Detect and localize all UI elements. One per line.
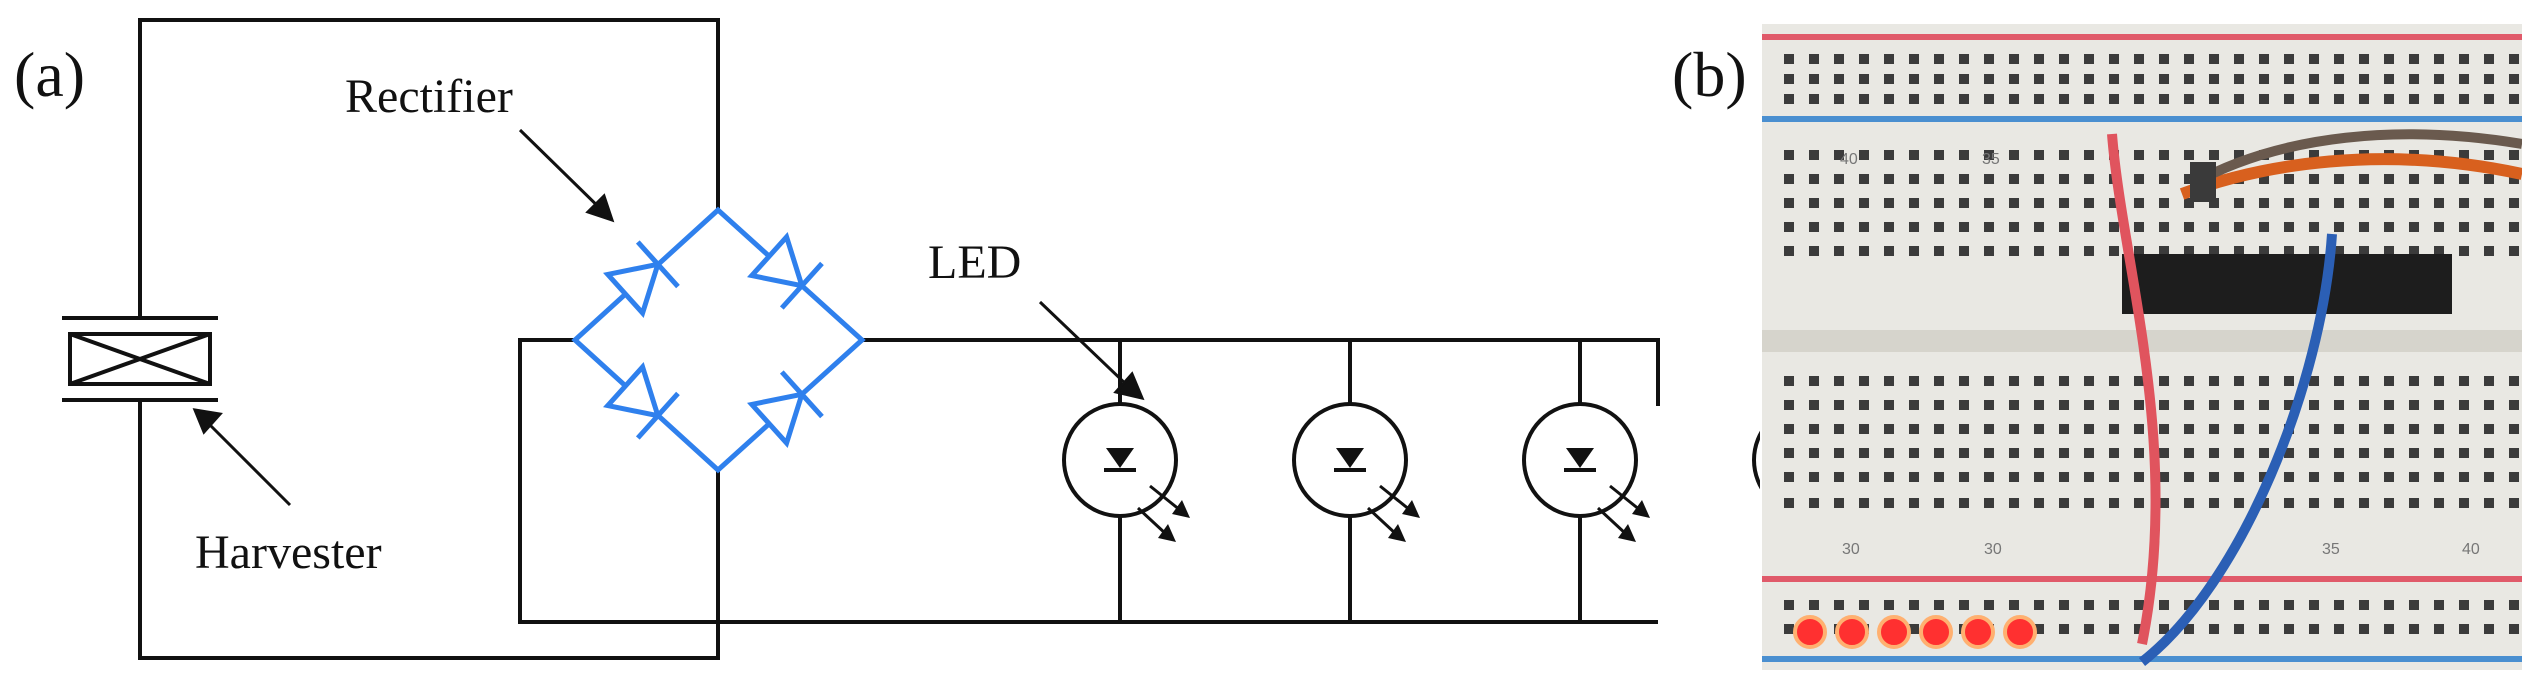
lit-led <box>1961 615 1995 649</box>
top-red-rail <box>1762 34 2522 40</box>
circuit-schematic: Rectifier LED Harvester <box>62 18 1760 660</box>
lit-led <box>1835 615 1869 649</box>
harvester-label: Harvester <box>195 526 382 579</box>
lit-led-row <box>1793 615 2037 649</box>
harvester-symbol <box>62 316 218 402</box>
ic-chip <box>2122 254 2452 314</box>
led-symbol <box>1752 430 1760 490</box>
led-symbol <box>1522 340 1650 622</box>
lit-led <box>1877 615 1911 649</box>
bb-number: 40 <box>2462 541 2480 558</box>
grey-wire <box>2189 129 2522 189</box>
panel-label-a: (a) <box>14 39 86 110</box>
lit-led <box>1919 615 1953 649</box>
lit-led <box>1793 615 1827 649</box>
bb-number: 35 <box>2322 541 2340 558</box>
breadboard-photo: 40 35 30 30 35 40 <box>1762 24 2522 670</box>
rectifier-label: Rectifier <box>345 70 513 123</box>
blue-wire <box>2138 233 2337 666</box>
top-blue-rail <box>1762 116 2522 122</box>
panel-label-b: (b) <box>1672 39 1747 110</box>
bottom-red-rail <box>1762 576 2522 582</box>
led-symbol <box>1292 340 1420 622</box>
bb-number: 35 <box>1982 151 2000 168</box>
bb-number: 40 <box>1840 151 1858 168</box>
red-wire <box>2107 133 2161 645</box>
lit-led <box>2003 615 2037 649</box>
led-label: LED <box>928 236 1021 289</box>
led-array <box>1062 340 1760 622</box>
led-symbol <box>1062 340 1190 622</box>
bb-number: 30 <box>1842 541 1860 558</box>
bb-number: 30 <box>1984 541 2002 558</box>
rectifier-bridge <box>571 206 866 474</box>
